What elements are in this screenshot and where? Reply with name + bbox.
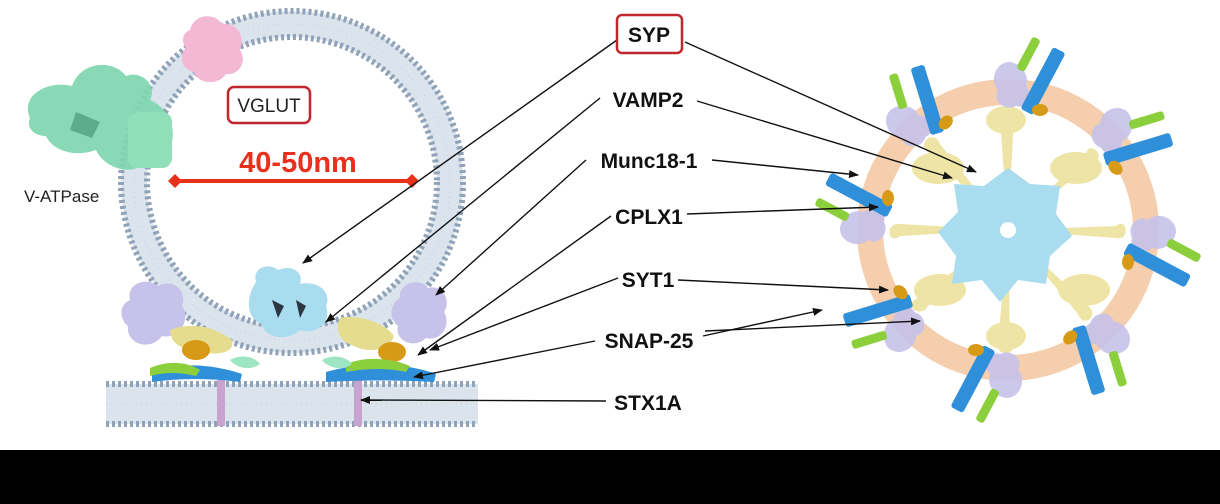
top-view-assembly	[815, 37, 1201, 423]
vglut-protein	[181, 16, 243, 83]
cplx1-arrow-right	[686, 203, 879, 215]
munc18-arrow-right	[711, 159, 859, 179]
stx1a-label: STX1A	[614, 392, 682, 415]
vglut-label: VGLUT	[237, 96, 301, 117]
syp-arrow-left	[302, 39, 618, 264]
diameter-label: 40-50nm	[239, 147, 357, 179]
fusion-complex-left	[121, 266, 447, 382]
vamp2-arrow-left	[325, 97, 601, 323]
diameter-indicator: 40-50nm	[168, 147, 419, 188]
center-labels: SYP VAMP2 Munc18-1 CPLX1 SYT1 SNAP-25 ST…	[601, 13, 698, 415]
plasma-membrane	[106, 380, 478, 427]
cplx1-label: CPLX1	[615, 206, 683, 229]
munc18-label: Munc18-1	[601, 150, 698, 173]
snap25-arrow-right-2	[704, 317, 921, 332]
v-atpase-label: V-ATPase	[24, 187, 99, 206]
syt1-arrow-left	[429, 277, 619, 351]
syp-arrow-right	[684, 41, 977, 173]
syt1-label: SYT1	[622, 269, 675, 292]
vamp2-label: VAMP2	[613, 89, 684, 112]
stx1a-arrow	[360, 396, 607, 405]
top-view-periphery	[815, 37, 1201, 423]
synaptic-vesicle	[118, 8, 466, 356]
bottom-black-bar	[0, 450, 1220, 504]
vglut-label-group: VGLUT	[226, 85, 312, 125]
syt1-arrow-right	[677, 279, 889, 294]
vamp2-arrow-right	[696, 100, 953, 180]
syp-label: SYP	[628, 24, 670, 47]
leader-lines	[302, 39, 977, 405]
syp-highlight-box	[615, 13, 684, 55]
diagram-canvas: VGLUT V-ATPase 40-50nm	[24, 8, 1201, 427]
v-atpase-protein	[27, 64, 173, 170]
munc18-arrow-left	[435, 159, 587, 296]
snap25-arrow-right	[702, 308, 823, 337]
vglut-highlight-box	[226, 85, 312, 125]
snap25-arrow-left	[413, 340, 596, 380]
cplx1-arrow-left	[417, 215, 612, 356]
snap25-label: SNAP-25	[605, 330, 694, 353]
